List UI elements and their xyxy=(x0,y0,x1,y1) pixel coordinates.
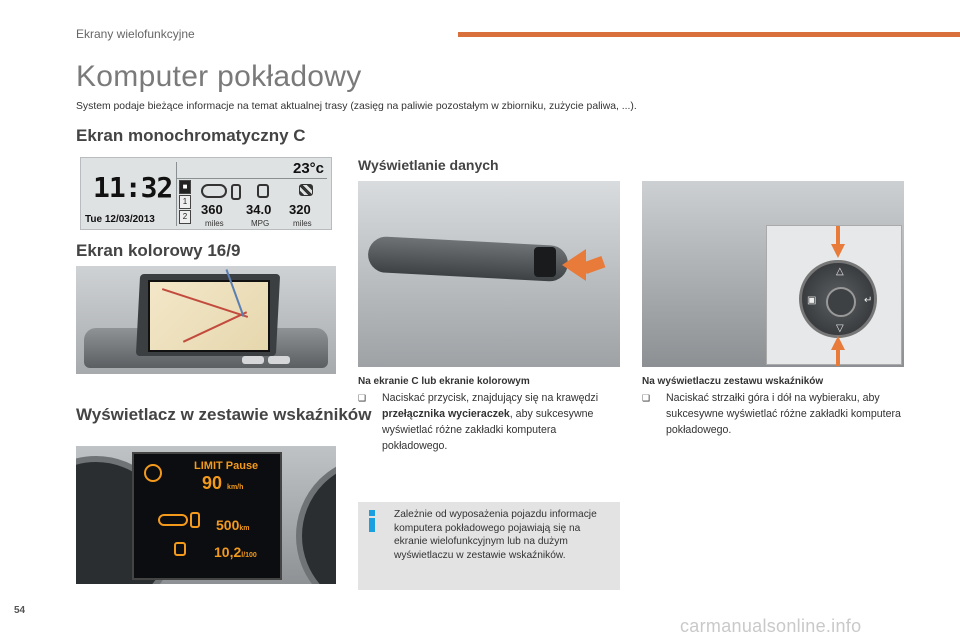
mono-tab-1: 1 xyxy=(179,195,191,209)
car-range-icon xyxy=(158,514,188,526)
mono-divider xyxy=(176,162,177,226)
instruction-color-screen: Na ekranie C lub ekranie kolorowym ❑Naci… xyxy=(358,374,618,454)
mono-unit: miles xyxy=(205,219,224,228)
info-box: Zależnie od wyposażenia pojazdu informac… xyxy=(358,502,620,590)
consumption-icon xyxy=(257,184,269,198)
arrow-down-icon: ▽ xyxy=(836,323,844,334)
speedometer-icon xyxy=(144,464,162,482)
instruction-lead: Na wyświetlaczu zestawu wskaźników xyxy=(642,376,824,387)
cluster-display-image: LIMIT Pause 90 km/h 500km 10,2l/100 xyxy=(76,446,336,584)
mono-tab-2: 2 xyxy=(179,210,191,224)
mono-divider xyxy=(177,178,327,179)
mono-value: 320 xyxy=(289,202,311,217)
consumption-icon xyxy=(174,542,186,556)
watermark: carmanualsonline.info xyxy=(680,616,862,636)
cluster-range: 500km xyxy=(216,517,250,533)
mono-clock: 11:32 xyxy=(93,171,173,204)
instruction-bullet: ❑Naciskać przycisk, znajdujący się na kr… xyxy=(358,392,599,452)
fuel-pump-icon xyxy=(190,512,200,528)
arrow-up-icon xyxy=(831,336,845,366)
info-text: Zależnie od wyposażenia pojazdu informac… xyxy=(394,509,597,561)
thumbwheel-selector: △ ▽ ▣ ↵ xyxy=(799,260,877,338)
mono-value: 34.0 xyxy=(246,202,272,217)
checkered-flag-icon xyxy=(299,184,313,196)
cluster-consumption: 10,2l/100 xyxy=(214,544,257,560)
color-screen-image xyxy=(76,266,336,374)
wiper-stalk-image xyxy=(358,181,620,367)
heading-color-screen: Ekran kolorowy 16/9 xyxy=(76,241,241,260)
return-icon: ↵ xyxy=(864,295,873,306)
fuel-pump-icon xyxy=(231,184,241,200)
mono-temperature: 23°c xyxy=(293,160,325,177)
control-inset: △ ▽ ▣ ↵ xyxy=(766,225,902,366)
mono-screen-image: 11:32 Tue 12/03/2013 23°c ■ 1 2 360 mile… xyxy=(80,157,332,230)
gauge-dial xyxy=(296,456,336,584)
section-label: Ekrany wielofunkcyjne xyxy=(76,27,195,41)
instruction-lead: Na ekranie C lub ekranie kolorowym xyxy=(358,376,530,387)
mono-date: Tue 12/03/2013 xyxy=(85,214,155,225)
mono-unit: miles xyxy=(293,219,312,228)
console-button xyxy=(268,356,290,364)
menu-icon: ▣ xyxy=(807,295,817,306)
stalk-end-button xyxy=(534,247,556,277)
mono-value: 360 xyxy=(201,202,223,217)
bullet-icon: ❑ xyxy=(642,393,651,403)
car-icon: ■ xyxy=(179,180,191,194)
map-road xyxy=(182,311,248,343)
mono-unit: MPG xyxy=(251,219,270,228)
console-button xyxy=(242,356,264,364)
heading-data-display: Wyświetlanie danych xyxy=(358,157,499,173)
heading-cluster-display: Wyświetlacz w zestawie wskaźników xyxy=(76,405,372,424)
cluster-speed: 90 km/h xyxy=(202,473,244,493)
car-range-icon xyxy=(201,184,227,198)
bullet-icon: ❑ xyxy=(358,393,367,403)
arrow-up-icon: △ xyxy=(836,266,844,277)
cluster-lcd: LIMIT Pause 90 km/h 500km 10,2l/100 xyxy=(132,452,282,580)
steering-wheel-control-image: △ ▽ ▣ ↵ xyxy=(642,181,904,367)
navigation-map xyxy=(148,269,270,352)
page-title: Komputer pokładowy xyxy=(76,60,362,93)
header-accent-bar xyxy=(458,32,960,37)
selector-center-button xyxy=(826,287,856,317)
page-number: 54 xyxy=(14,605,26,616)
intro-text: System podaje bieżące informacje na tema… xyxy=(76,101,637,112)
arrow-left-icon xyxy=(562,249,586,281)
arrow-down-icon xyxy=(831,226,845,258)
info-icon xyxy=(366,510,378,532)
instruction-bullet: ❑Naciskać strzałki góra i dół na wybiera… xyxy=(642,392,901,436)
instruction-cluster: Na wyświetlaczu zestawu wskaźników ❑Naci… xyxy=(642,374,904,438)
mono-tabs: ■ 1 2 xyxy=(179,180,191,226)
heading-mono-screen: Ekran monochromatyczny C xyxy=(76,126,306,145)
cluster-limit-label: LIMIT Pause xyxy=(194,460,259,472)
